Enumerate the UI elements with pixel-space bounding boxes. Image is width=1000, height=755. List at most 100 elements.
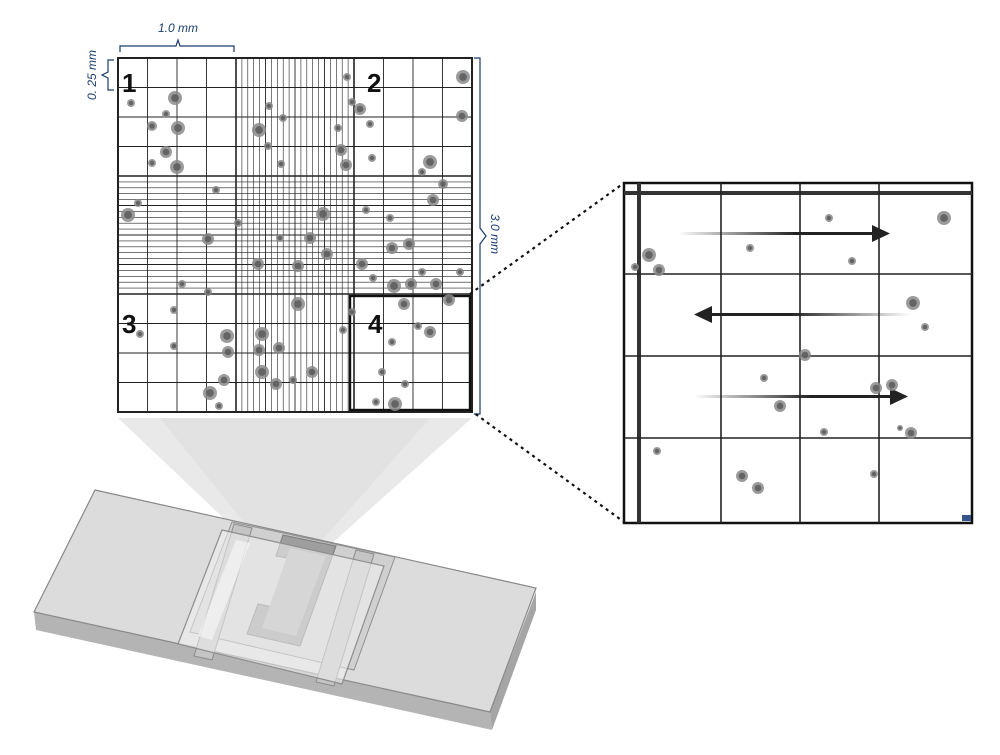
cell-core <box>457 269 463 275</box>
cell-core <box>342 161 350 169</box>
cell-core <box>204 235 212 243</box>
cell-core <box>349 99 355 105</box>
cell-core <box>909 299 917 307</box>
cell-core <box>275 344 283 352</box>
cell-core <box>761 375 767 381</box>
cell-core <box>171 94 179 102</box>
cell-core <box>258 368 266 376</box>
cell-core <box>432 280 440 288</box>
cell-core <box>654 448 660 454</box>
cell-core <box>426 158 434 166</box>
cell-core <box>179 281 185 287</box>
slide-side-right <box>490 592 536 730</box>
cell-core <box>265 143 271 149</box>
cell-core <box>400 300 408 308</box>
cell-core <box>149 160 155 166</box>
cell-core <box>922 324 928 330</box>
quadrant-label-4: 4 <box>368 309 383 339</box>
cell-core <box>898 426 902 430</box>
cell-core <box>294 262 302 270</box>
width-dimension-label: 1.0 mm <box>158 21 198 35</box>
cell-core <box>124 211 132 219</box>
cell-core <box>358 260 366 268</box>
cell-core <box>171 307 177 313</box>
dimension-annotations: 1.0 mm 0. 25 mm 3.0 mm <box>85 21 502 415</box>
cell-core <box>223 332 231 340</box>
cell-core <box>235 220 241 226</box>
cell-core <box>294 300 302 308</box>
counting-direction-arrow-icon <box>890 388 908 405</box>
cell-core <box>888 381 896 389</box>
cell-core <box>356 105 364 113</box>
cell-core <box>871 471 877 477</box>
cell-core <box>173 163 181 171</box>
cell-core <box>137 331 143 337</box>
cell-core <box>319 210 327 218</box>
cell-core <box>426 328 434 336</box>
cell-core <box>872 384 880 392</box>
cell-core <box>379 369 385 375</box>
cell-core <box>445 296 453 304</box>
cell-core <box>821 429 827 435</box>
cell-core <box>135 200 141 206</box>
cell-core <box>205 289 211 295</box>
slide-side <box>34 612 492 730</box>
magnified-square-4 <box>622 181 974 525</box>
cell-core <box>277 235 283 241</box>
width-brace <box>119 38 235 52</box>
cell-core <box>128 100 134 106</box>
cell-core <box>632 264 638 270</box>
cell-core <box>224 348 232 356</box>
cell-core <box>290 377 296 383</box>
side-brace <box>474 57 487 415</box>
cell-core <box>655 266 663 274</box>
cell-core <box>738 472 746 480</box>
cell-core <box>373 399 379 405</box>
cell-core <box>171 343 177 349</box>
cell-core <box>174 124 182 132</box>
cell-core <box>402 381 408 387</box>
cell-core <box>278 161 284 167</box>
cell-core <box>387 215 393 221</box>
cell-core <box>308 368 316 376</box>
arrow-2-shaft <box>710 313 910 316</box>
corner-marker <box>962 515 971 521</box>
cell-core <box>369 155 375 161</box>
cell-core <box>440 181 446 187</box>
quadrant-label-2: 2 <box>367 68 381 98</box>
cell-core <box>801 351 809 359</box>
cell-core <box>459 73 467 81</box>
cell-core <box>389 339 395 345</box>
cell-core <box>458 112 466 120</box>
cell-core <box>163 111 169 117</box>
cell-core <box>907 429 915 437</box>
cell-core <box>849 258 855 264</box>
cell-core <box>344 74 350 80</box>
highlighted-subsquare <box>348 294 472 412</box>
cover-slip-highlight <box>198 540 250 640</box>
cell-core <box>266 103 272 109</box>
cell-core <box>162 148 170 156</box>
cell-core <box>826 215 832 221</box>
cell-core <box>280 115 286 121</box>
cell-core <box>776 402 784 410</box>
cell-core <box>213 187 219 193</box>
cell-core <box>258 330 266 338</box>
cell-core <box>390 282 398 290</box>
counting-chamber-grid <box>117 57 473 413</box>
cell-core <box>363 207 369 213</box>
zoom-border <box>622 181 974 525</box>
cell-core <box>367 121 373 127</box>
cell-core <box>306 234 314 242</box>
cell-core <box>206 389 214 397</box>
quadrant-label-3: 3 <box>122 309 136 339</box>
cell-core <box>419 169 425 175</box>
quadrant-label-1: 1 <box>122 68 136 98</box>
arrow-1-shaft <box>678 232 874 235</box>
cell-core <box>407 280 415 288</box>
cell-core <box>255 126 263 134</box>
zoom-line-bottom <box>469 409 625 523</box>
cell-core <box>216 403 222 409</box>
cell-core <box>323 250 331 258</box>
counting-direction-arrow-icon <box>694 306 712 323</box>
